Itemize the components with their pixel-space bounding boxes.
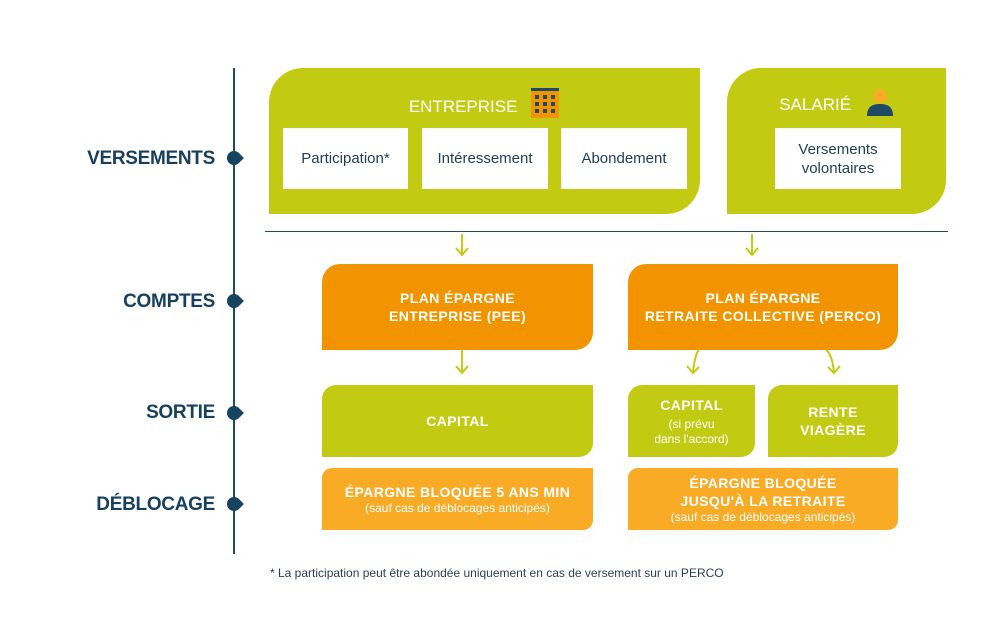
abondement-box: Abondement [561, 128, 687, 189]
row-label-sortie: SORTIE [146, 402, 215, 423]
perco-title-line2: RETRAITE COLLECTIVE (PERCO) [644, 308, 882, 324]
perco-capital-note-1: (si prévu [668, 416, 715, 431]
pee-deblocage-box: ÉPARGNE BLOQUÉE 5 ANS MIN (sauf cas de d… [322, 468, 593, 530]
pee-title-line1: PLAN ÉPARGNE [400, 290, 515, 306]
person-icon [866, 89, 893, 116]
perco-title-line1: PLAN ÉPARGNE [705, 290, 821, 306]
perco-capital-note-2: dans l'accord) [654, 431, 729, 446]
pee-capital-box: CAPITAL [322, 385, 593, 457]
rente-viagere-box: RENTE VIAGÈRE [768, 385, 898, 457]
timeline-marker-comptes [224, 291, 244, 311]
participation-box: Participation* [283, 128, 408, 189]
timeline-marker-deblocage [224, 494, 244, 514]
perco-deblocage-line3: (sauf cas de déblocages anticipés) [670, 509, 856, 524]
perco-account-box: PLAN ÉPARGNE RETRAITE COLLECTIVE (PERCO) [628, 264, 898, 350]
pee-account-box: PLAN ÉPARGNE ENTREPRISE (PEE) [322, 264, 593, 350]
versements-volontaires-box: Versements volontaires [775, 128, 901, 189]
section-divider [265, 231, 948, 232]
pee-capital-label: CAPITAL [426, 413, 489, 429]
arrow-salarie-to-perco [745, 234, 759, 257]
row-label-deblocage: DÉBLOCAGE [96, 494, 215, 515]
footnote: * La participation peut être abondée uni… [270, 566, 724, 580]
building-icon [531, 88, 560, 118]
salarie-card: SALARIÉ Versements volontaires [727, 68, 946, 214]
arrow-pee-to-capital [455, 350, 469, 375]
rente-line2: VIAGÈRE [800, 422, 866, 438]
row-label-comptes: COMPTES [123, 291, 215, 312]
pee-deblocage-line2: (sauf cas de déblocages anticipés) [365, 500, 550, 515]
entreprise-card: ENTREPRISE Participation* Intéressement … [269, 68, 700, 214]
rente-line1: RENTE [808, 404, 858, 420]
pee-deblocage-line1: ÉPARGNE BLOQUÉE 5 ANS MIN [344, 483, 571, 500]
entreprise-title: ENTREPRISE [408, 97, 518, 116]
perco-deblocage-line2: JUSQU'À LA RETRAITE [680, 492, 846, 509]
timeline-line [233, 68, 235, 554]
arrow-entreprise-to-pee [455, 234, 469, 257]
perco-deblocage-line1: ÉPARGNE BLOQUÉE [689, 474, 837, 491]
arrow-perco-to-capital [686, 349, 700, 375]
pee-title-line2: ENTREPRISE (PEE) [388, 308, 527, 324]
timeline-marker-versements [224, 148, 244, 168]
interessement-box: Intéressement [422, 128, 548, 189]
row-label-versements: VERSEMENTS [87, 148, 215, 169]
perco-capital-label: CAPITAL [660, 396, 723, 413]
arrow-perco-to-rente [825, 349, 841, 375]
timeline-marker-sortie [224, 403, 244, 423]
perco-deblocage-box: ÉPARGNE BLOQUÉE JUSQU'À LA RETRAITE (sau… [628, 468, 898, 530]
salarie-title: SALARIÉ [779, 95, 852, 114]
perco-capital-box: CAPITAL (si prévu dans l'accord) [628, 385, 755, 457]
